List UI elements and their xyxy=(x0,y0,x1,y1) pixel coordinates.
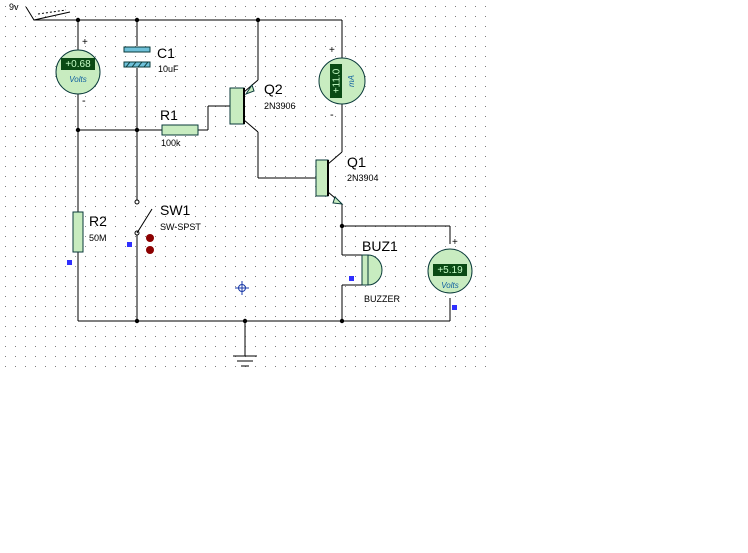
q1-ref: Q1 xyxy=(347,154,366,170)
voltmeter-left[interactable]: +0.68 Volts + - xyxy=(55,37,101,107)
c1-ref: C1 xyxy=(157,45,175,61)
volt-left-minus: - xyxy=(82,95,86,107)
origin-crosshair-icon xyxy=(235,281,249,295)
ammeter-plus: + xyxy=(329,45,335,56)
volt-left-display xyxy=(61,58,95,70)
q2-ref: Q2 xyxy=(264,81,283,97)
ammeter-minus: - xyxy=(330,109,334,121)
q2-value: 2N3906 xyxy=(264,101,296,111)
ammeter-display xyxy=(330,64,342,98)
r1-ref: R1 xyxy=(160,107,178,123)
r2-pin-marker xyxy=(67,260,72,265)
ammeter-reading: +11.0 xyxy=(332,68,343,93)
supply-terminal[interactable]: 9v xyxy=(9,2,71,21)
buzzer-pin-marker xyxy=(349,276,354,281)
ammeter[interactable]: +11.0 mA + - xyxy=(318,45,366,121)
volt-right-display xyxy=(433,264,467,276)
junction-dots xyxy=(75,17,345,324)
buz1-ref: BUZ1 xyxy=(362,238,398,254)
transistor-q1[interactable]: Q1 2N3904 xyxy=(315,154,379,205)
supply-label: 9v xyxy=(9,2,19,12)
switch-sw1[interactable]: SW1 SW-SPST xyxy=(127,199,201,254)
volt-right-plus: + xyxy=(452,237,458,248)
capacitor-c1[interactable]: C1 10uF xyxy=(123,45,179,74)
transistor-q2[interactable]: Q2 2N3906 xyxy=(229,81,296,125)
volt-right-reading: +5.19 xyxy=(437,265,463,276)
ground-symbol[interactable] xyxy=(233,355,257,367)
switch-contact-bottom[interactable] xyxy=(146,246,154,254)
c1-value: 10uF xyxy=(158,64,179,74)
switch-contact-top[interactable] xyxy=(146,234,154,242)
sw1-value: SW-SPST xyxy=(160,222,201,232)
r2-ref: R2 xyxy=(89,213,107,229)
ammeter-unit: mA xyxy=(347,75,356,87)
sw1-ref: SW1 xyxy=(160,202,191,218)
voltmeter-right[interactable]: +5.19 Volts + xyxy=(427,237,473,310)
buz1-value: BUZZER xyxy=(364,294,401,304)
sw1-pin-marker xyxy=(127,242,132,247)
buzzer-buz1[interactable]: BUZ1 BUZZER xyxy=(349,238,401,304)
r1-value: 100k xyxy=(161,138,181,148)
q1-value: 2N3904 xyxy=(347,173,379,183)
volt-left-reading: +0.68 xyxy=(65,59,91,70)
volt-right-unit: Volts xyxy=(441,281,459,290)
volt-right-pin-marker xyxy=(452,305,457,310)
volt-left-unit: Volts xyxy=(69,75,87,84)
volt-left-plus: + xyxy=(82,37,88,48)
resistor-r1[interactable]: R1 100k xyxy=(160,107,199,148)
r2-value: 50M xyxy=(89,233,107,243)
resistor-r2[interactable]: R2 50M xyxy=(67,211,107,265)
